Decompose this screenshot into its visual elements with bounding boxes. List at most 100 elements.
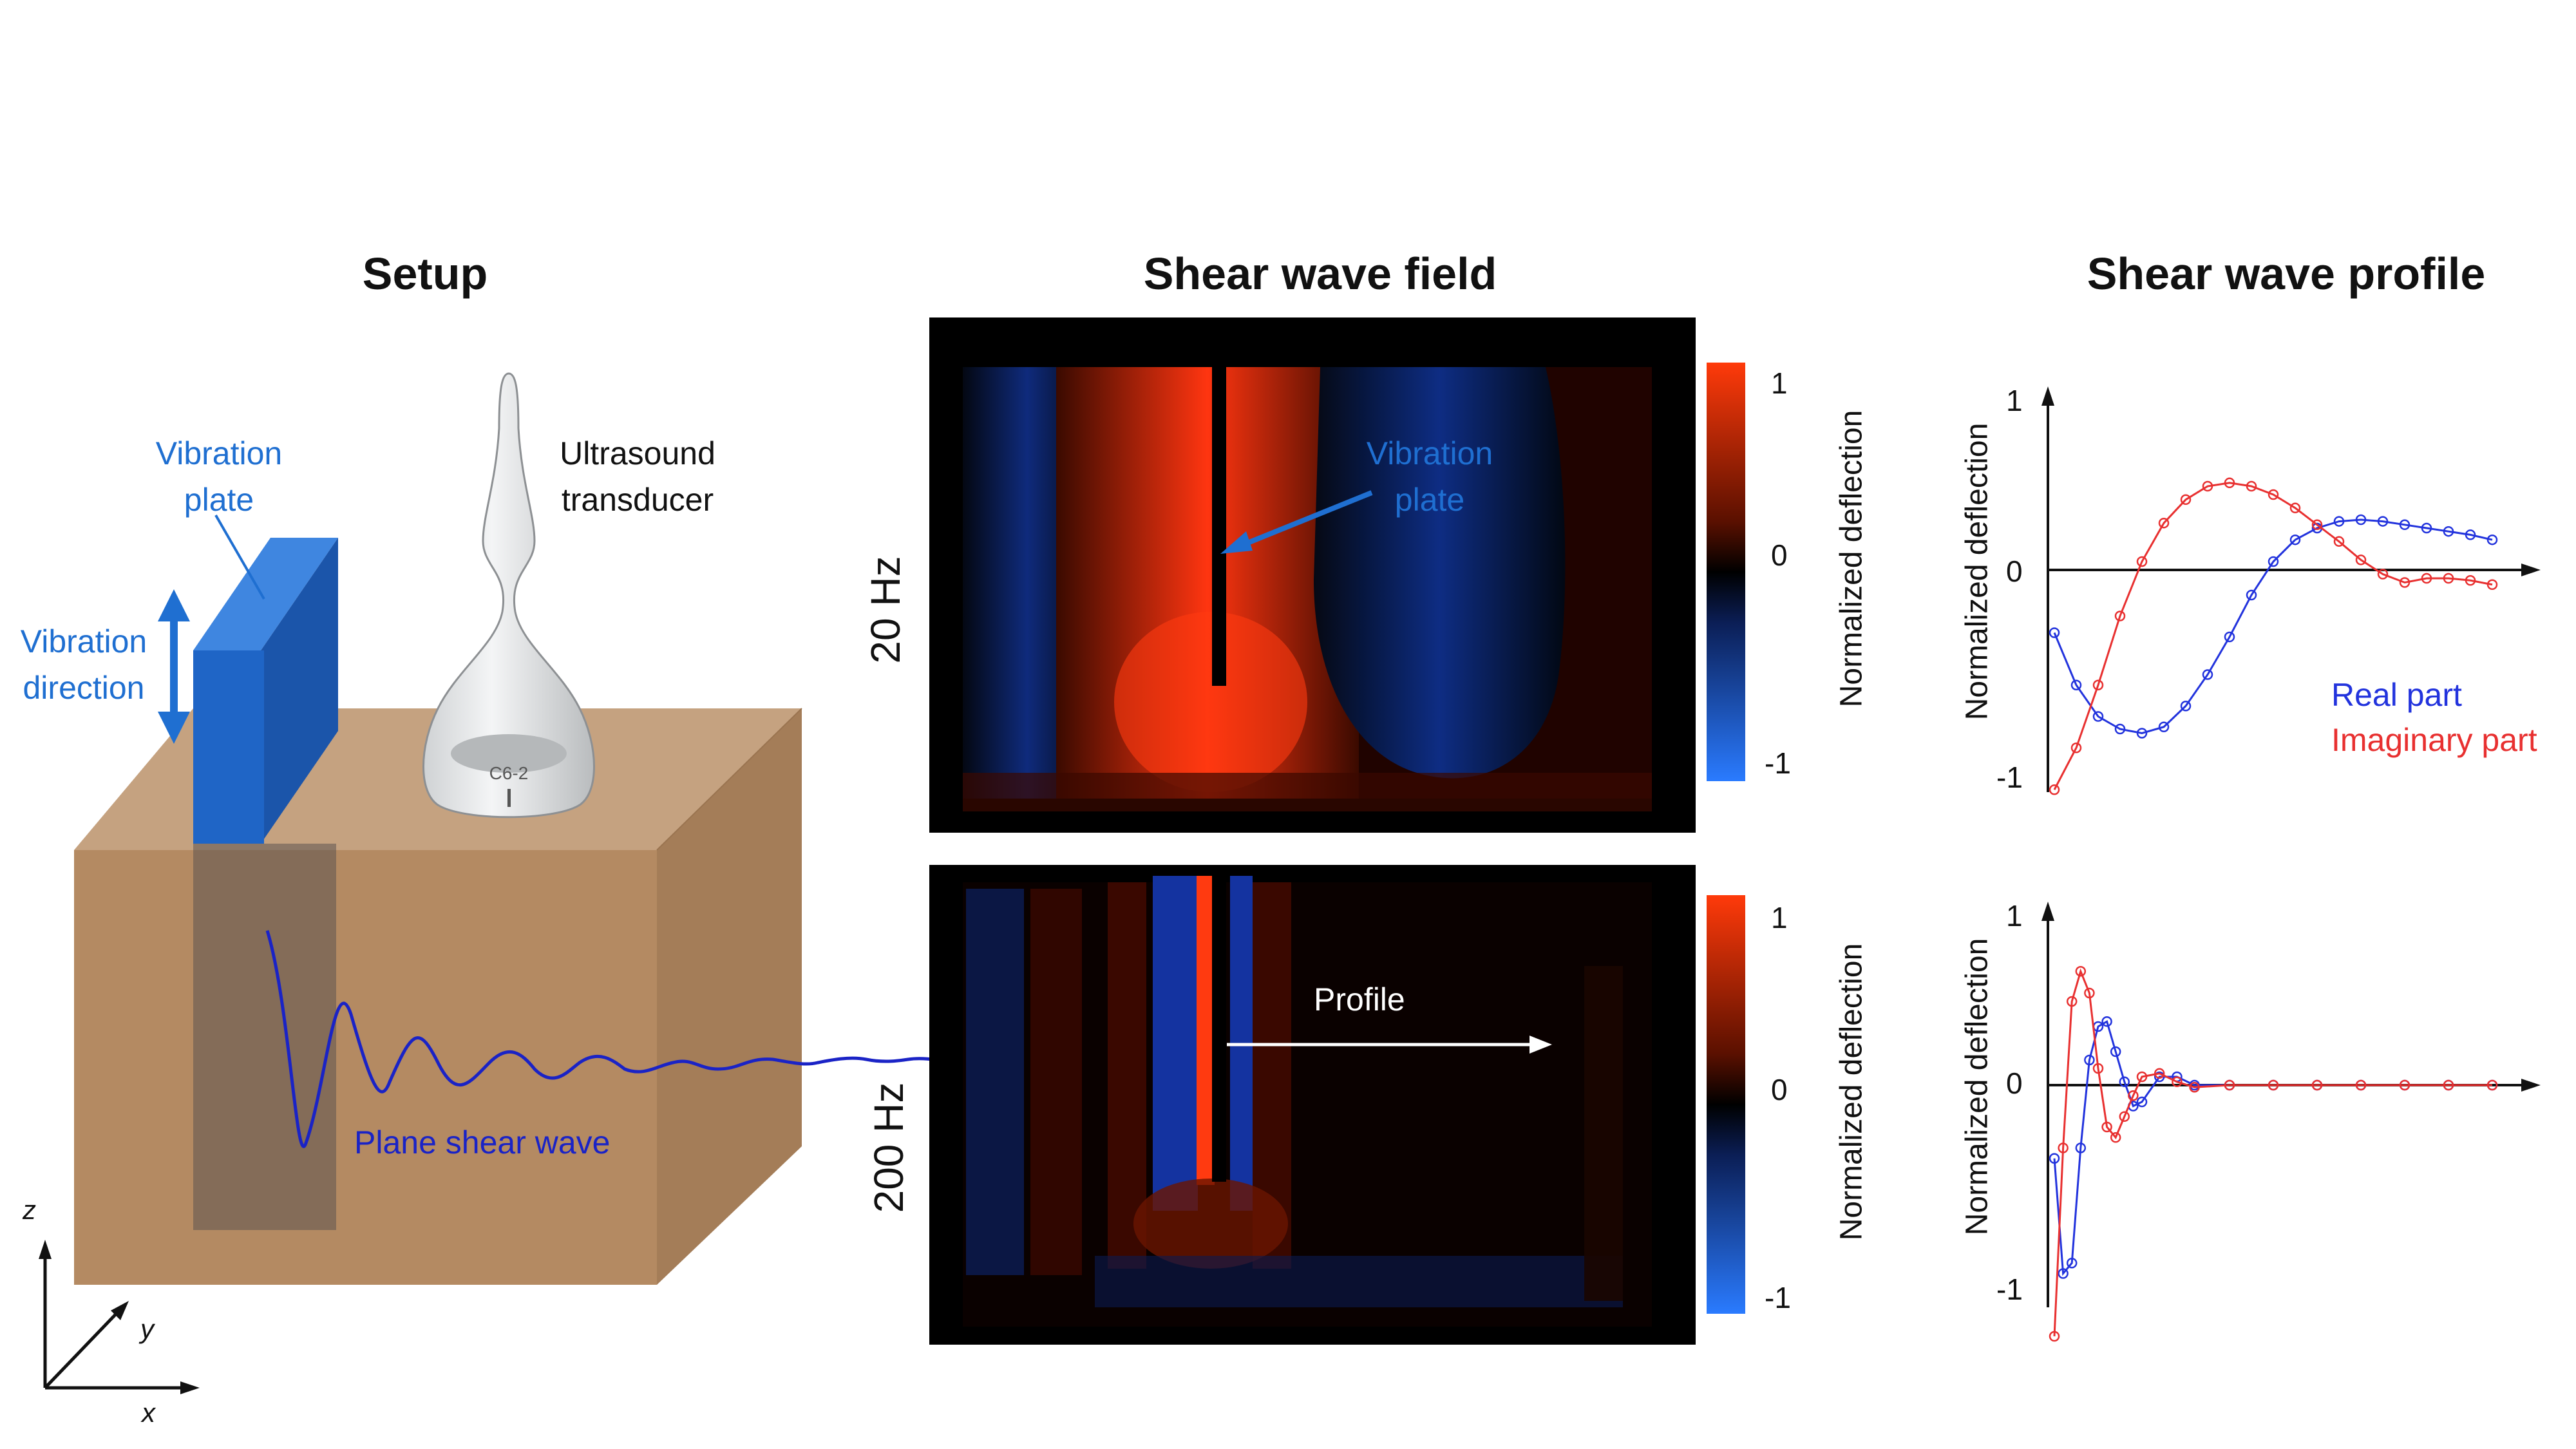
profile2-point-real-11 [2154,1071,2165,1083]
profile1-point-real-4 [2136,728,2148,739]
profile2-point-real-6 [2101,1016,2112,1027]
profile2-point-imag-18 [2399,1079,2410,1091]
profile1-point-real-6 [2180,701,2192,712]
profile1-point-imag-8 [2224,477,2235,489]
cbar200-max: 1 [1771,901,1788,934]
profile-title: Shear wave profile [2087,249,2486,299]
profile2-point-real-0 [2049,1153,2060,1164]
svg-text:C6-2: C6-2 [489,763,529,783]
profile1-point-imag-16 [2399,577,2410,588]
profile1-line-real [2053,518,2493,735]
p1-ylabel: Normalized deflection [1960,422,1994,721]
profile1-y-arrow [2041,386,2054,406]
arrow-up-icon [158,589,190,621]
y-axis [44,1306,124,1389]
legend-imag: Imaginary part [2331,722,2537,758]
field-title: Shear wave field [1143,249,1497,299]
profile1-point-imag-19 [2465,575,2476,586]
profile2-point-real-2 [2066,1258,2078,1269]
profile1-point-real-3 [2114,723,2126,735]
profile1-point-real-7 [2202,669,2213,680]
profile2-point-imag-2 [2066,996,2078,1007]
profile1-point-imag-15 [2377,569,2389,580]
profile2-point-real-3 [2075,1142,2087,1153]
profile1-line-imag [2053,482,2493,790]
p1-ytick-min: -1 [1996,761,2023,794]
box-side [657,708,802,1285]
cbar20-mid: 0 [1771,538,1788,572]
transducer-icon: C6-2 [422,372,595,819]
profile1-point-real-17 [2421,522,2432,534]
profile1-point-imag-5 [2158,517,2170,529]
y-axis-label: y [140,1314,154,1344]
p1-ytick-mid: 0 [2006,554,2023,588]
profile1-point-real-14 [2355,514,2367,526]
profile2-point-imag-17 [2355,1079,2367,1091]
profile1-point-real-13 [2333,516,2345,527]
profile2-point-imag-11 [2154,1068,2165,1079]
profile1-point-real-5 [2158,721,2170,732]
colorbar-20hz [1707,363,1745,781]
profile1-point-real-18 [2443,526,2454,537]
p2-ytick-max: 1 [2006,899,2023,933]
profile2-point-imag-10 [2136,1071,2148,1083]
profile1-point-imag-11 [2289,502,2301,514]
plate-gap-20hz [1212,364,1226,686]
profile1-point-imag-14 [2355,554,2367,565]
profile-annotation: Profile [1314,981,1405,1018]
plate-gap-200hz [1212,873,1226,1182]
profile2-line-real [2053,1019,2492,1276]
profile1-point-imag-18 [2443,573,2454,584]
profile1-point-imag-7 [2202,480,2213,492]
profile1-point-real-20 [2486,534,2498,545]
profile2-point-imag-0 [2049,1331,2060,1342]
profile1-point-imag-9 [2246,480,2257,492]
setup-title: Setup [362,249,488,299]
profile1-point-imag-10 [2268,489,2279,500]
profile1-point-imag-13 [2333,536,2345,547]
profile1-point-imag-3 [2114,611,2126,621]
profile1-x-arrow [2521,564,2541,576]
profile2-point-imag-5 [2092,1063,2104,1074]
profile1-point-real-19 [2465,529,2476,540]
profile2-point-imag-3 [2075,965,2087,977]
profile2-point-imag-1 [2058,1142,2069,1153]
colorbar-200hz [1707,895,1745,1314]
profile1-point-real-0 [2049,627,2060,638]
profile2-line-imag [2053,968,2492,1337]
profile2-point-imag-12 [2172,1076,2183,1088]
z-axis-label: z [23,1195,36,1225]
profile1-point-imag-0 [2049,784,2060,795]
profile2-point-imag-8 [2119,1111,2130,1122]
profile1-point-imag-1 [2070,743,2082,753]
cbar20-max: 1 [1771,366,1788,400]
profile2-point-real-10 [2136,1096,2148,1108]
profile1-point-real-15 [2377,516,2389,527]
profile1-point-imag-2 [2092,679,2104,690]
p2-ytick-mid: 0 [2006,1066,2023,1100]
p2-ytick-min: -1 [1996,1273,2023,1306]
profile2-point-imag-7 [2110,1132,2121,1143]
profile2-point-real-1 [2058,1268,2069,1279]
profile2-point-imag-4 [2084,987,2095,999]
profile1-point-real-9 [2246,589,2257,601]
wave-label: Plane shear wave [354,1124,611,1160]
profile1-point-imag-17 [2421,573,2432,584]
profile2-point-imag-6 [2101,1121,2112,1133]
profile2-point-imag-15 [2268,1079,2279,1091]
profile2-point-imag-16 [2311,1079,2323,1091]
vibration-plate [193,650,264,844]
plate-submerged [193,844,336,1230]
profile2-point-imag-14 [2224,1079,2235,1091]
profile2-y-arrow [2041,902,2054,921]
profile1-point-real-1 [2070,679,2082,690]
cbar20-min: -1 [1765,746,1791,780]
legend-real: Real part [2331,677,2462,713]
